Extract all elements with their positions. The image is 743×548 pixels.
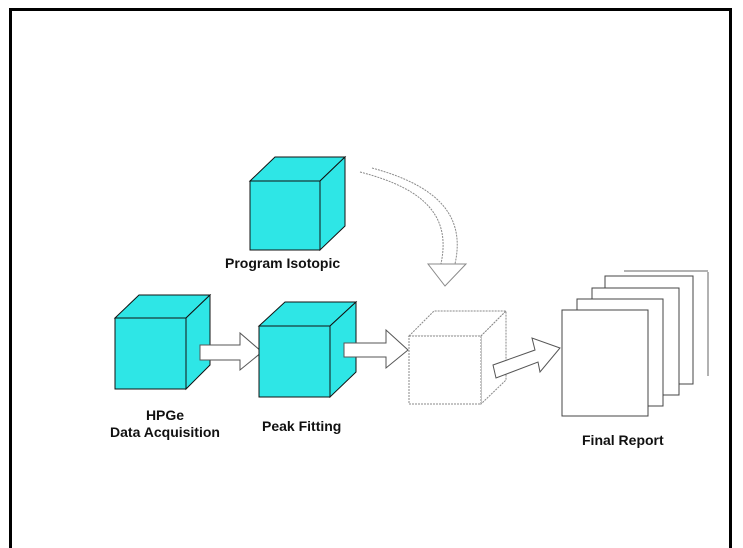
peak-fitting-cube (257, 300, 358, 399)
hpge-label-line2: Data Acquisition (110, 424, 220, 440)
hpge-cube (113, 293, 212, 391)
arrow-analysis-to-report (492, 337, 561, 379)
hpge-label-line1: HPGe (145, 407, 185, 423)
final-report-pages (561, 270, 709, 417)
final-report-label: Final Report (582, 432, 664, 448)
arrow-hpge-to-peak (199, 331, 263, 372)
program-isotopic-cube (248, 155, 347, 252)
program-isotopic-label: Program Isotopic (225, 255, 341, 271)
arrow-peak-to-analysis (343, 328, 409, 370)
diagram-frame (9, 8, 732, 548)
hpge-label: HPGe Data Acquisition (60, 407, 270, 441)
peak-fitting-label: Peak Fitting (262, 418, 342, 434)
curved-arrow-program-to-analysis (359, 167, 468, 287)
analysis-cube-outline (407, 309, 508, 406)
